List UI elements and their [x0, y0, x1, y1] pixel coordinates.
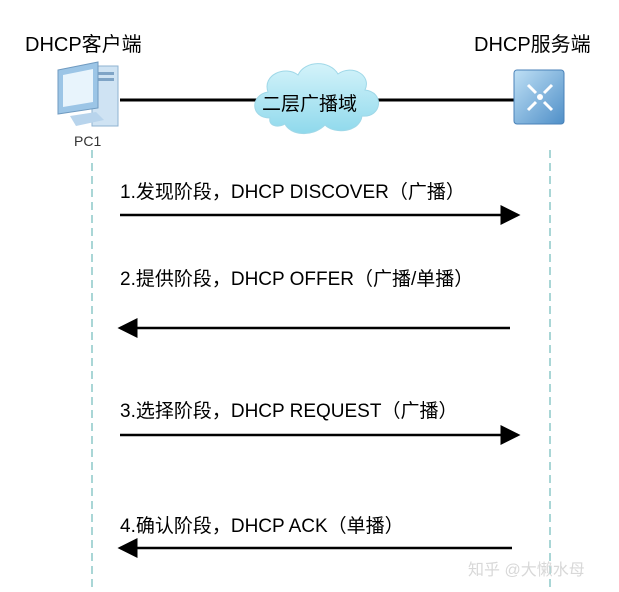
message-label-ack: 4.确认阶段，DHCP ACK（单播）	[120, 516, 404, 537]
client-title: DHCP客户端	[25, 34, 142, 56]
switch-icon	[513, 69, 565, 125]
message-label-offer: 2.提供阶段，DHCP OFFER（广播/单播）	[120, 269, 474, 290]
pc-label: PC1	[74, 133, 102, 149]
server-title: DHCP服务端	[474, 34, 591, 56]
watermark: 知乎 @大懒水母	[468, 562, 585, 579]
pc-icon	[57, 61, 119, 127]
network-label: 二层广播域	[262, 93, 358, 115]
cloud-icon	[254, 63, 380, 134]
message-label-request: 3.选择阶段，DHCP REQUEST（广播）	[120, 401, 458, 422]
message-label-discover: 1.发现阶段，DHCP DISCOVER（广播）	[120, 182, 465, 203]
